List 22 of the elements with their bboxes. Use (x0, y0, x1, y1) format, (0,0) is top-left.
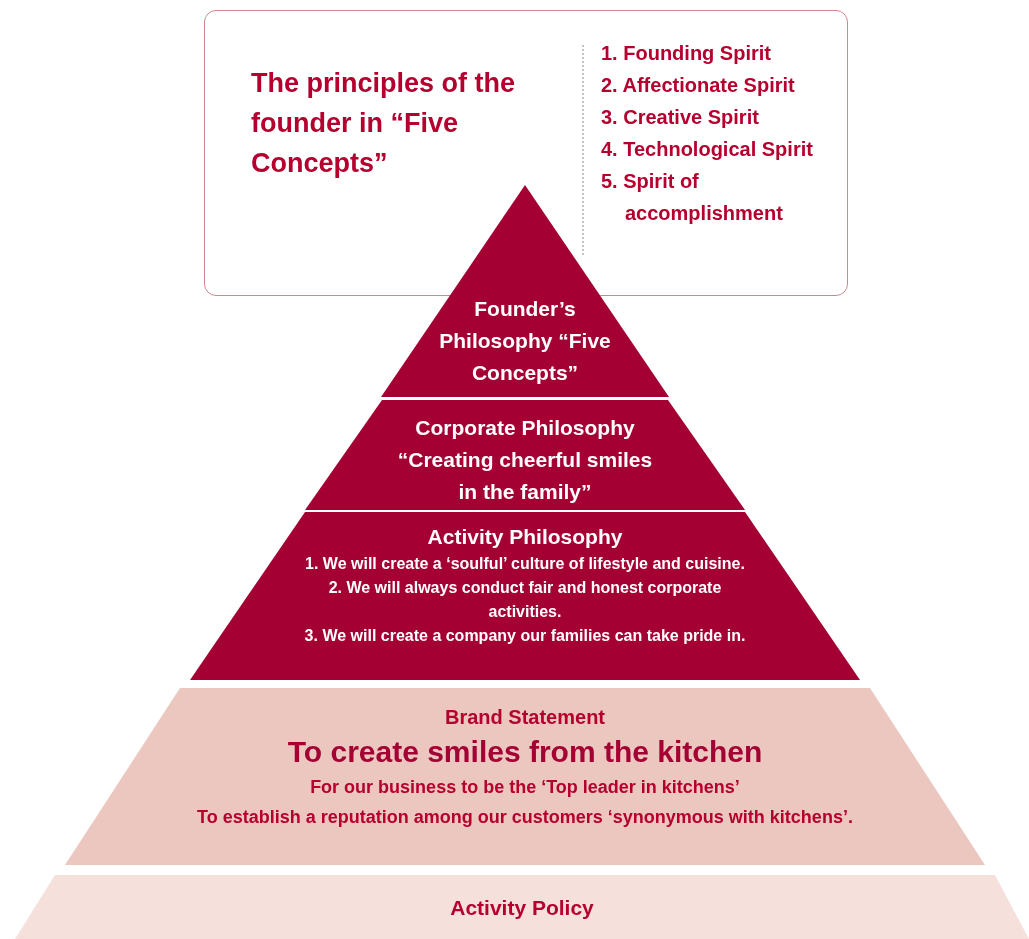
card-heading: The principles of the founder in “Five Concepts” (251, 67, 517, 180)
list-item: 5. Spirit of accomplishment (601, 169, 784, 226)
list-item: 2. Affectionate Spirit (601, 73, 796, 98)
statement-text: To create smiles from the kitchen (287, 734, 763, 770)
principles-card (204, 10, 848, 296)
tier-text: 2. We will always conduct fair and honest corporate activities. (327, 578, 723, 622)
tier-text: For our business to be the ‘Top leader in kitchens’ (310, 776, 740, 799)
pyramid-base-tier (65, 688, 985, 865)
tier-heading: Activity Policy (450, 895, 594, 921)
tier-text: To establish a reputation among our customers ‘synonymous with kitchens’. (197, 806, 853, 829)
tier-heading: Activity Philosophy (427, 524, 623, 550)
list-item: 3. Creative Spirit (601, 105, 760, 130)
tier-heading: Founder’s Philosophy “Five Concepts” (438, 296, 612, 386)
tier-text: 1. We will create a ‘soulful’ culture of lifestyle and cuisine. (305, 554, 745, 574)
tier-heading: Brand Statement (445, 705, 605, 730)
list-item: 4. Technological Spirit (601, 137, 814, 162)
pyramid-base-tier (15, 875, 1029, 939)
pyramid-tier (305, 400, 745, 510)
tier-heading: Corporate Philosophy “Creating cheerful smiles in the family” (397, 415, 653, 505)
tier-text: 3. We will create a company our families can take pride in. (304, 626, 746, 646)
pyramid-tier (190, 512, 860, 680)
list-item: 1. Founding Spirit (601, 41, 772, 66)
